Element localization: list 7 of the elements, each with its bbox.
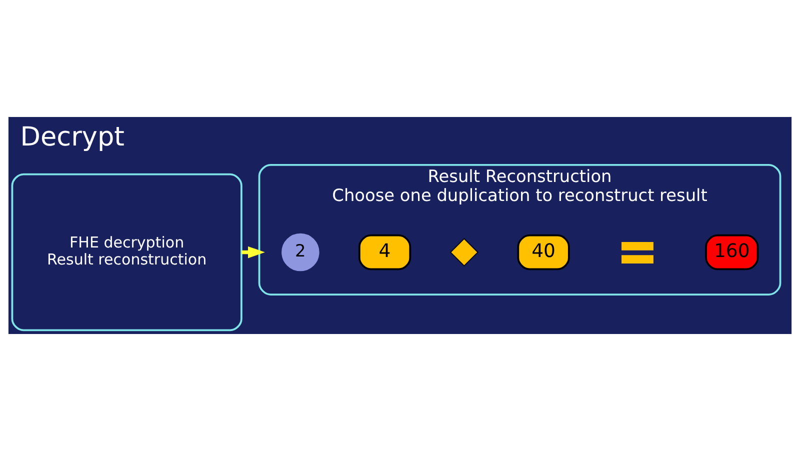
node-box: 160 bbox=[705, 234, 759, 270]
node-box: 4 bbox=[358, 234, 412, 270]
node-cross bbox=[450, 237, 478, 266]
node-box: 40 bbox=[517, 234, 570, 270]
diagram-title: Decrypt bbox=[20, 122, 124, 152]
node-circle: 2 bbox=[282, 232, 320, 271]
node-box: FHE decryption Result reconstruction bbox=[11, 172, 242, 331]
